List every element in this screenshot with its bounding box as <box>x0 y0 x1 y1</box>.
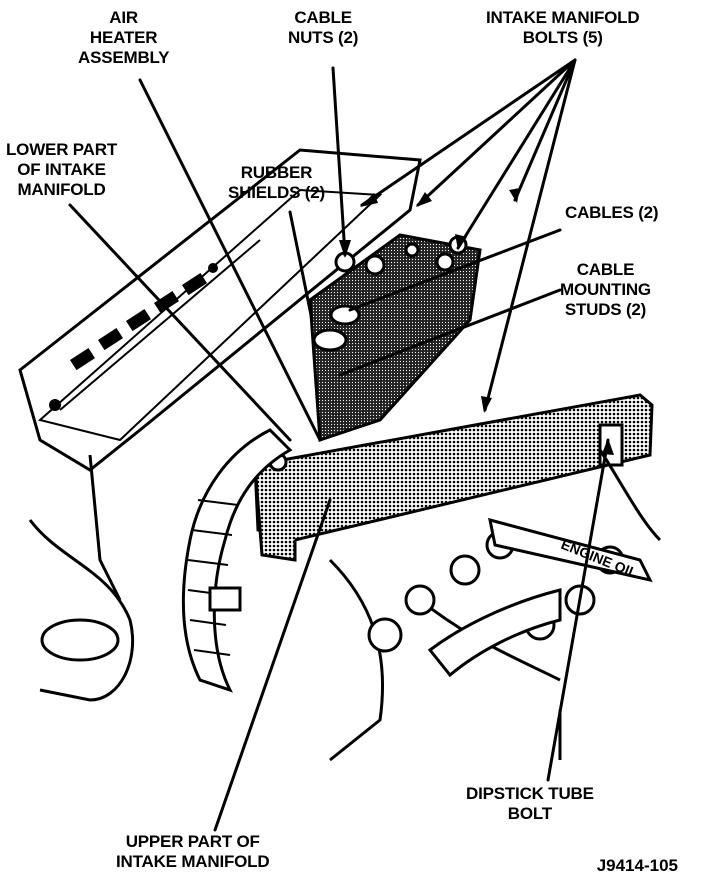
label-lower-intake-manifold: LOWER PART OF INTAKE MANIFOLD <box>6 140 118 199</box>
arrowheads <box>339 188 614 455</box>
figure-id: J9414-105 <box>596 856 678 875</box>
leader-lines <box>68 58 610 832</box>
label-air-heater-assembly: AIR HEATER ASSEMBLY <box>78 8 170 67</box>
lower-engine <box>28 449 662 762</box>
upper-intake-manifold <box>253 393 654 562</box>
valve-cover-lettering <box>49 263 218 411</box>
label-rubber-shields: RUBBER SHIELDS (2) <box>228 163 325 202</box>
label-cables: CABLES (2) <box>565 203 659 222</box>
label-cable-nuts: CABLE NUTS (2) <box>288 8 359 47</box>
air-heater-assembly <box>308 233 482 443</box>
heater-hose <box>181 428 293 693</box>
label-intake-manifold-bolts: INTAKE MANIFOLD BOLTS (5) <box>486 8 640 47</box>
label-upper-intake-manifold: UPPER PART OF INTAKE MANIFOLD <box>116 832 270 871</box>
label-dipstick-tube-bolt: DIPSTICK TUBE BOLT <box>466 784 594 823</box>
label-cable-mounting-studs: CABLE MOUNTING STUDS (2) <box>560 260 651 319</box>
